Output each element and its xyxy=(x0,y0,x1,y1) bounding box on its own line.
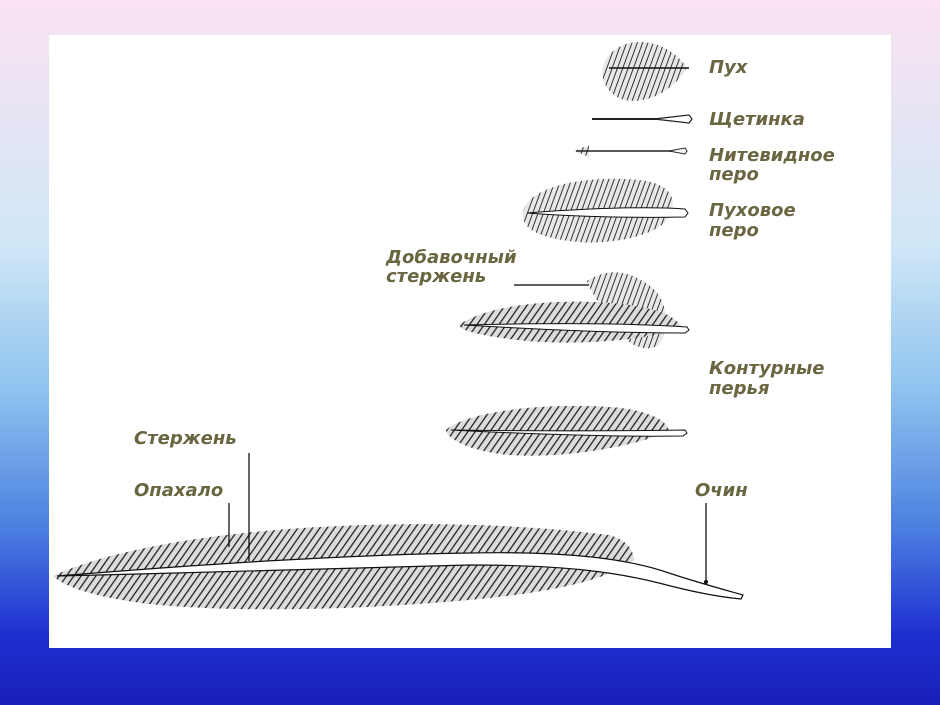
label-contour-line1: Контурные xyxy=(709,358,825,379)
label-down-feather-line1: Пуховое xyxy=(709,200,796,221)
label-bristle: Щетинка xyxy=(709,109,805,130)
plumule-drawing xyxy=(522,178,689,243)
label-aftershaft-line2: стержень xyxy=(386,266,487,287)
aftershaft-feather-drawing xyxy=(459,272,690,349)
leader-lines xyxy=(228,284,707,582)
label-contour-line2: перья xyxy=(709,378,770,399)
label-vane: Опахало xyxy=(134,480,224,501)
label-aftershaft-line1: Добавочный xyxy=(386,247,517,268)
label-filoplume-line1: Нитевидное xyxy=(709,145,835,166)
label-rachis: Стержень xyxy=(134,428,237,449)
label-down: Пух xyxy=(709,57,748,78)
feather-illustrations xyxy=(53,42,744,610)
bristle-drawing xyxy=(592,114,693,124)
diagram-panel: Пух Щетинка Нитевидное перо Пуховое перо… xyxy=(49,35,891,648)
label-filoplume-line2: перо xyxy=(709,164,759,185)
down-feather-drawing xyxy=(602,42,689,101)
label-calamus: Очин xyxy=(695,480,748,501)
filoplume-drawing xyxy=(574,145,688,157)
label-down-feather-line2: перо xyxy=(709,220,759,241)
large-contour-feather-drawing xyxy=(53,524,744,610)
small-contour-feather-drawing xyxy=(446,405,688,456)
